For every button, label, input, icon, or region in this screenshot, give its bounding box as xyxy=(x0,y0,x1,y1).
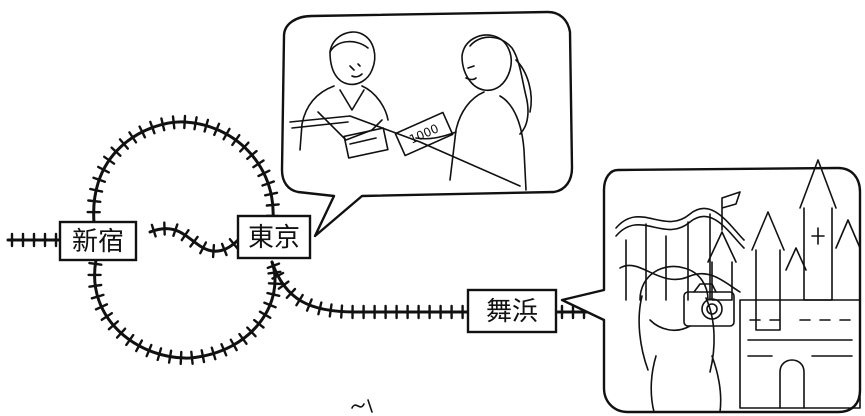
track-tie xyxy=(128,131,138,144)
track-tie xyxy=(261,180,275,187)
track-tie xyxy=(180,228,190,242)
track-tie xyxy=(199,241,208,255)
track-tie xyxy=(257,169,271,178)
track-tie xyxy=(252,159,265,169)
track-tie xyxy=(229,338,238,352)
track-tie xyxy=(189,235,199,248)
track-tie xyxy=(110,146,122,157)
track-tie xyxy=(134,339,144,353)
track-tie xyxy=(295,293,304,307)
ticket-clerk-figure xyxy=(299,31,389,159)
track-tie xyxy=(271,271,285,280)
track-tie xyxy=(277,280,290,290)
track-tie xyxy=(190,350,194,365)
station-label-shinjuku: 新宿 xyxy=(72,227,124,257)
track-tie xyxy=(87,199,102,204)
station-label-maihama: 舞浜 xyxy=(486,297,538,327)
track-tie xyxy=(115,327,127,339)
track-tie xyxy=(266,262,281,270)
customer-woman-figure: 1000 xyxy=(394,34,532,191)
track-tie xyxy=(102,155,116,165)
roller-coaster xyxy=(615,207,745,301)
track-tie xyxy=(328,303,333,318)
track-tie xyxy=(238,332,248,345)
track-tie xyxy=(183,114,187,130)
track-tie xyxy=(264,191,279,197)
track-tie xyxy=(258,310,272,319)
track-tie xyxy=(193,116,198,131)
track-tie xyxy=(88,261,103,266)
track-tie xyxy=(160,117,166,132)
track-tie xyxy=(138,125,147,139)
track-wave-connector xyxy=(148,227,240,253)
track-tie xyxy=(200,349,206,364)
track-tie xyxy=(238,141,250,153)
track-tie xyxy=(213,122,221,137)
track-tie xyxy=(265,203,280,207)
photographer-woman-figure xyxy=(638,265,735,413)
track-tie xyxy=(228,237,239,250)
stray-mark xyxy=(351,399,373,413)
track-tie xyxy=(167,349,173,364)
track-tie xyxy=(246,149,258,161)
track-tie xyxy=(305,298,313,312)
track-tie xyxy=(96,165,111,174)
track-ties xyxy=(10,114,586,366)
railway-map xyxy=(6,114,592,366)
track-tie xyxy=(125,333,135,347)
track-tie xyxy=(118,138,130,150)
castle xyxy=(707,159,861,409)
track-tie xyxy=(267,282,283,286)
track-tie xyxy=(210,346,217,361)
track-tie xyxy=(179,350,183,366)
camera-icon xyxy=(683,291,735,327)
track-tie xyxy=(317,301,323,316)
track-tie xyxy=(89,187,104,193)
track-tie xyxy=(171,115,176,130)
track-tie xyxy=(263,301,277,309)
track-tie xyxy=(149,120,156,135)
track-tie xyxy=(246,326,257,338)
speech-bubble-castle-visit xyxy=(560,159,862,414)
station-tokyo: 東京 xyxy=(236,214,312,260)
track-tie xyxy=(231,133,241,147)
track-tie xyxy=(266,291,281,297)
track-tie xyxy=(150,223,157,238)
track-tie xyxy=(220,242,228,257)
banknote: 1000 xyxy=(394,111,454,157)
track-tie xyxy=(145,343,153,358)
station-maihama: 舞浜 xyxy=(466,288,558,334)
track-tie xyxy=(94,303,109,311)
track-tie xyxy=(90,293,105,300)
track-tie xyxy=(285,287,297,299)
track-tie xyxy=(220,343,228,357)
track-tie xyxy=(252,318,265,329)
track-tie xyxy=(100,312,114,321)
track-tie xyxy=(172,223,179,238)
track-tie xyxy=(156,347,163,362)
track-to-maihama xyxy=(270,260,470,314)
track-tie xyxy=(340,304,344,319)
track-tie xyxy=(211,243,216,259)
track-tie xyxy=(92,176,107,184)
station-shinjuku: 新宿 xyxy=(58,220,138,262)
speech-bubble-ticket-office: 1000 xyxy=(280,10,574,238)
track-tie xyxy=(267,270,282,275)
track-tie xyxy=(222,127,231,141)
track-tie xyxy=(107,320,120,331)
station-label-tokyo: 東京 xyxy=(248,223,300,253)
track-tie xyxy=(88,283,103,288)
track-lower-loop xyxy=(93,258,277,360)
track-tie xyxy=(203,118,210,133)
